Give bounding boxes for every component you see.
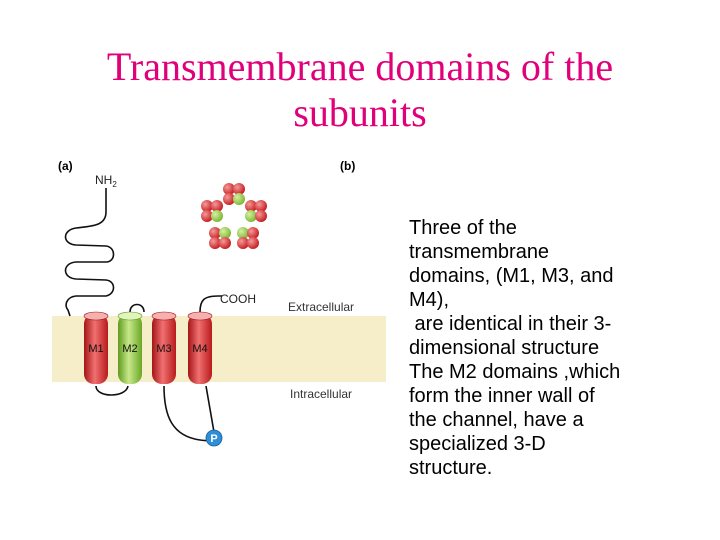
body-line: dimensional structure: [409, 337, 600, 359]
slide-title-line-1: Transmembrane domains of the: [106, 44, 614, 89]
body-line: domains, (M1, M3, and: [409, 265, 614, 287]
loop-m2-m3: [129, 303, 145, 313]
c-terminal-chain: [199, 295, 222, 313]
body-line: M4),: [409, 289, 449, 311]
subunit-5: [201, 200, 223, 222]
intracellular-label: Intracellular: [290, 387, 352, 401]
slide-title-line-2: subunits: [293, 90, 427, 135]
panel-b-label: (b): [340, 159, 355, 173]
body-text: Three of the transmembrane domains, (M1,…: [409, 216, 709, 480]
domain-label-m4: M4: [192, 343, 207, 355]
body-line: The M2 domains ,which: [409, 361, 621, 383]
body-line: transmembrane: [409, 241, 550, 263]
domain-m4: [187, 311, 213, 384]
nh2-label: NH2: [95, 173, 117, 189]
body-line: specialized 3-D: [409, 433, 546, 455]
receptor-figure: (a) (b) NH2 M1 M2: [52, 154, 388, 480]
subunit-2: [245, 200, 267, 222]
domain-m3: [151, 311, 177, 384]
subunit-3: [237, 227, 259, 249]
body-line: the channel, have a: [409, 409, 584, 431]
extracellular-label: Extracellular: [288, 300, 354, 314]
panel-a-label: (a): [58, 159, 73, 173]
domain-m2: [117, 311, 143, 384]
body-line: form the inner wall of: [409, 385, 595, 407]
phospho-label: P: [210, 433, 217, 445]
domain-label-m2: M2: [122, 343, 137, 355]
n-terminal-chain: [64, 188, 115, 317]
subunit-4: [209, 227, 231, 249]
body-line: structure.: [409, 457, 493, 479]
phosphorylation-site: P: [205, 429, 223, 447]
slide-title: Transmembrane domains of the subunits: [40, 44, 680, 136]
body-line: Three of the: [409, 217, 517, 239]
receptor-diagram: (a) (b) NH2 M1 M2: [52, 154, 388, 480]
pentamer-top-view: [201, 183, 267, 249]
domain-label-m3: M3: [156, 343, 171, 355]
domain-label-m1: M1: [88, 343, 103, 355]
body-line: are identical in their 3-: [409, 313, 612, 335]
subunit-1: [223, 183, 245, 205]
domain-m1: [83, 311, 109, 384]
loop-m1-m2: [95, 385, 129, 396]
cooh-label: COOH: [220, 292, 256, 306]
